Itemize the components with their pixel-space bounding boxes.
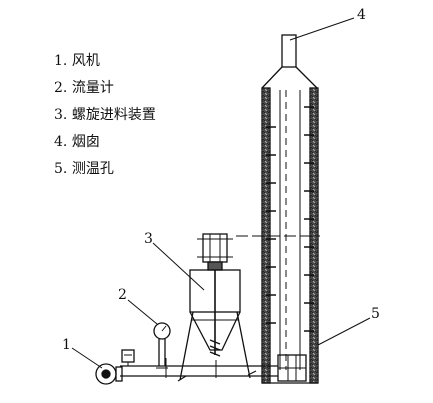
callout-feeder: 3	[144, 231, 153, 247]
legend: 1. 风机 2. 流量计 3. 螺旋进料装置 4. 烟囱 5. 测温孔	[54, 50, 156, 185]
legend-item-feeder: 3. 螺旋进料装置	[54, 107, 156, 123]
legend-item-fan: 1. 风机	[54, 53, 100, 69]
callout-hole: 5	[371, 306, 380, 322]
air-duct	[120, 358, 278, 378]
leader-lines	[71, 17, 371, 369]
legend-item-chimney: 4. 烟囱	[54, 134, 100, 150]
feeder-motor	[202, 233, 228, 263]
fan-motor	[121, 349, 135, 363]
chimney-cone	[261, 66, 318, 89]
legend-item-flowmeter: 2. 流量计	[54, 80, 114, 96]
callout-flowmeter: 2	[118, 287, 127, 303]
flowmeter	[153, 322, 171, 369]
fan	[95, 349, 135, 385]
leader-chimney	[289, 17, 355, 41]
thermocouple-holes	[266, 106, 314, 332]
feeder-coupling	[207, 261, 223, 271]
screw-feeder	[177, 233, 257, 382]
hopper-cone	[189, 311, 241, 351]
legend-item-hole: 5. 测温孔	[54, 161, 114, 177]
callout-chimney: 4	[357, 7, 366, 23]
callout-fan: 1	[62, 337, 71, 353]
chimney	[236, 34, 320, 384]
hopper-legs	[179, 311, 251, 381]
leader-hole	[317, 317, 371, 346]
chimney-outlet	[281, 34, 297, 68]
leader-fan	[71, 347, 103, 369]
leader-feeder	[152, 242, 205, 291]
leader-flowmeter	[127, 299, 158, 325]
